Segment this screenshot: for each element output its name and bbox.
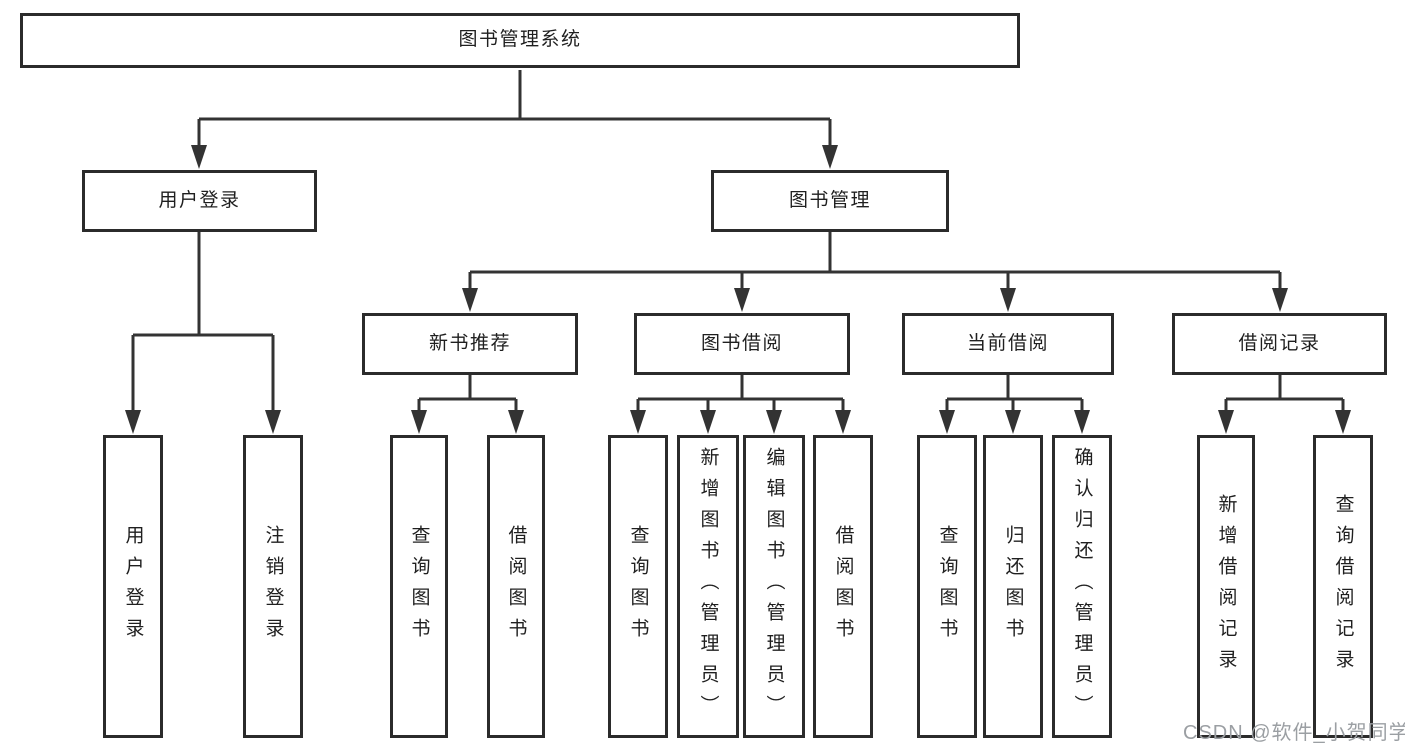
leaf-return-books: 归还图书 bbox=[983, 435, 1043, 738]
leaf-borrow-books-recommend: 借阅图书 bbox=[487, 435, 545, 738]
node-book-borrowing: 图书借阅 bbox=[634, 313, 850, 375]
leaf-add-books-admin: 新增图书（管理员） bbox=[677, 435, 739, 738]
connector-newbookrec-to-leaves bbox=[417, 375, 518, 413]
arrowhead bbox=[766, 410, 782, 434]
node-book-management: 图书管理 bbox=[711, 170, 949, 232]
arrowhead bbox=[191, 145, 207, 169]
arrowhead bbox=[1005, 410, 1021, 434]
arrowhead bbox=[508, 410, 524, 434]
node-new-book-recommendation: 新书推荐 bbox=[362, 313, 578, 375]
arrowhead bbox=[265, 410, 281, 434]
arrowhead bbox=[411, 410, 427, 434]
arrowhead bbox=[125, 410, 141, 434]
arrowhead bbox=[822, 145, 838, 169]
connector-currentborrow-to-leaves bbox=[945, 375, 1084, 413]
arrowhead bbox=[700, 410, 716, 434]
csdn-watermark: CSDN @软件_小贺同学 bbox=[1183, 722, 1405, 744]
leaf-query-books-current: 查询图书 bbox=[917, 435, 977, 738]
arrowheads bbox=[125, 145, 1351, 434]
leaf-confirm-return-admin: 确认归还（管理员） bbox=[1052, 435, 1112, 738]
leaf-edit-books-admin: 编辑图书（管理员） bbox=[743, 435, 805, 738]
leaf-query-books-recommend: 查询图书 bbox=[390, 435, 448, 738]
arrowhead bbox=[1218, 410, 1234, 434]
arrowhead bbox=[1335, 410, 1351, 434]
node-user-login: 用户登录 bbox=[82, 170, 317, 232]
connector-borrowrecords-to-leaves bbox=[1224, 375, 1345, 413]
arrowhead bbox=[939, 410, 955, 434]
connector-bookmgmt-to-level3 bbox=[468, 231, 1282, 291]
arrowhead bbox=[630, 410, 646, 434]
arrowhead bbox=[1000, 288, 1016, 312]
node-library-management-system: 图书管理系统 bbox=[20, 13, 1020, 68]
leaf-logout: 注销登录 bbox=[243, 435, 303, 738]
arrowhead bbox=[835, 410, 851, 434]
arrowhead bbox=[734, 288, 750, 312]
leaf-query-borrow-record: 查询借阅记录 bbox=[1313, 435, 1373, 738]
node-current-borrowing: 当前借阅 bbox=[902, 313, 1114, 375]
connector-userlogin-to-leaves bbox=[131, 231, 275, 412]
leaf-query-books-borrowing: 查询图书 bbox=[608, 435, 668, 738]
arrowhead bbox=[1272, 288, 1288, 312]
arrowhead bbox=[462, 288, 478, 312]
leaf-user-login: 用户登录 bbox=[103, 435, 163, 738]
node-borrowing-records: 借阅记录 bbox=[1172, 313, 1387, 375]
arrowhead bbox=[1074, 410, 1090, 434]
leaf-add-borrow-record: 新增借阅记录 bbox=[1197, 435, 1255, 738]
connector-bookborrow-to-leaves bbox=[636, 375, 845, 413]
connector-root-to-level2 bbox=[197, 70, 832, 148]
leaf-borrow-books: 借阅图书 bbox=[813, 435, 873, 738]
